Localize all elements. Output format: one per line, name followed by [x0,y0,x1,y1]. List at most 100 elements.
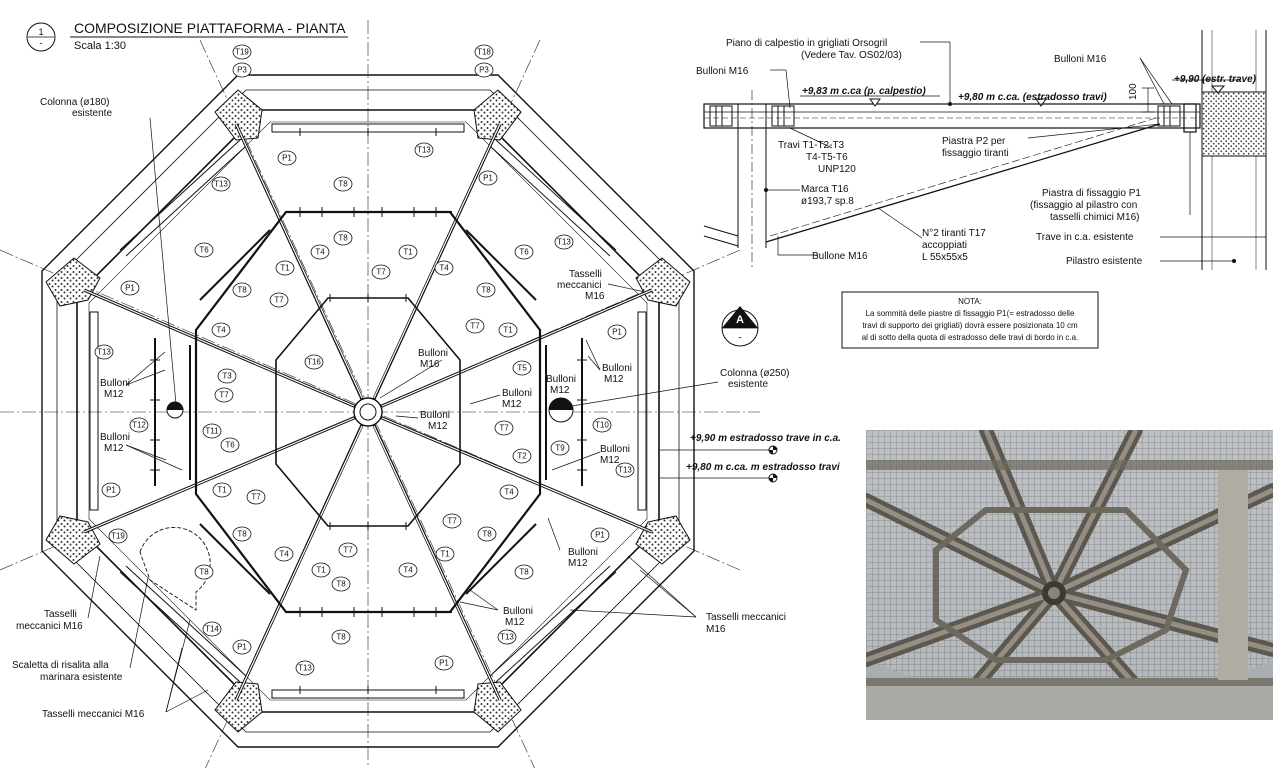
tag-t8: T8 [338,234,348,243]
tag-t13: T13 [417,146,431,155]
tie-rods-label-3: L 55x55x5 [922,252,968,263]
beams-label-2: T4-T5-T6 [806,152,848,163]
note-line-1: La sommità delle piastre di fissaggio P1… [866,309,1075,318]
bolts-m12-label-e: Bulloni [420,410,450,421]
plate-p2-label-2: fissaggio tiranti [942,148,1009,159]
bolts-m16-label-2: M16 [420,359,440,370]
pillar-label: Pilastro esistente [1066,256,1143,267]
plan-level-990: +9,90 m estradosso trave in c.a. [690,433,841,444]
bolts-m12-label-g: Bulloni [600,444,630,455]
tag-t8: T8 [482,530,492,539]
tag-t8: T8 [338,180,348,189]
tie-rods-label: N°2 tiranti T17 [922,228,986,239]
note-box: NOTA: La sommità delle piastre di fissag… [841,291,1099,349]
tag-t7: T7 [274,296,284,305]
part-tag-texts: T19 P3 T18 P3 P1 T13 P1 T13 T8 T8 T6 T8 … [97,48,632,673]
bolts-m12-label-c-2: M12 [550,385,570,396]
tag-t7: T7 [343,546,353,555]
tag-t10: T10 [595,421,609,430]
plan-level-markers: +9,90 m estradosso trave in c.a. +9,80 m… [660,433,841,483]
bolts-m12-label-b: Bulloni [100,432,130,443]
tag-t6: T6 [519,248,529,257]
mark-t16-label: Marca T16 [801,184,849,195]
plate-p2-label: Piastra P2 per [942,136,1006,147]
plan-text-labels: Colonna (ø180) esistente Colonna (ø250) … [12,97,789,720]
tie-rods-label-2: accoppiati [922,240,967,251]
tag-t4: T4 [439,264,449,273]
tag-p1: P1 [125,284,135,293]
level-983-label: +9,83 m c.ca (p. calpestio) [802,86,926,97]
tag-t7: T7 [376,268,386,277]
page-title: COMPOSIZIONE PIATTAFORMA - PIANTA [74,20,346,36]
tag-t13: T13 [298,664,312,673]
part-tags [94,44,635,676]
tag-t1: T1 [403,248,413,257]
tag-t19: T19 [111,532,125,541]
dimension-100: 100 [1128,83,1139,100]
section-marker: A - [721,306,759,347]
bolts-m12-label-i: Bulloni [503,606,533,617]
tag-p1: P1 [237,643,247,652]
tag-p1: P1 [595,531,605,540]
bolt-ticks [150,128,587,694]
tag-p1: P1 [106,486,116,495]
column-250-label-2: esistente [728,379,768,390]
column-180-symbol [166,401,184,419]
tag-p1: P1 [282,154,292,163]
tag-t8: T8 [199,568,209,577]
tag-t4: T4 [403,566,413,575]
tag-t9: T9 [555,444,565,453]
ladder-label: Scaletta di risalita alla [12,660,109,671]
tag-p3: P3 [237,66,247,75]
platform-photo [866,430,1273,720]
bolts-m16-label-right: Bulloni M16 [1054,54,1107,65]
anchor-label-right-3: M16 [585,291,605,302]
bolts-m12-label-g-2: M12 [600,455,620,466]
ladder-opening [139,526,211,611]
tag-t13: T13 [214,180,228,189]
tag-t1: T1 [316,566,326,575]
central-hub [353,397,383,427]
tag-t12: T12 [132,421,146,430]
anchor-label-left: Tasselli [44,609,77,620]
plan-level-980: +9,80 m c.ca. m estradosso travi [686,462,840,473]
anchor-label-left-2: meccanici M16 [16,621,83,632]
tag-t13: T13 [618,466,632,475]
bolts-m12-label-b-2: M12 [104,443,124,454]
leader-lines [87,117,719,713]
tag-t7: T7 [447,517,457,526]
header-sub: - [40,38,43,48]
plate-p1-label-3: tasselli chimici M16) [1050,212,1139,223]
tag-t1: T1 [503,326,513,335]
tag-t4: T4 [216,326,226,335]
bolts-m12-label-f: Bulloni [602,363,632,374]
tag-t8: T8 [336,580,346,589]
tag-t4: T4 [279,550,289,559]
tag-p1: P1 [483,174,493,183]
tag-t4: T4 [504,488,514,497]
bolt-m16-label: Bullone M16 [812,251,868,262]
section-letter: A [736,314,744,326]
tag-t6: T6 [199,246,209,255]
beams-label-3: UNP120 [818,164,856,175]
tag-t1: T1 [280,264,290,273]
drawing-header: 1 - COMPOSIZIONE PIATTAFORMA - PIANTA Sc… [26,20,348,52]
tag-t16: T16 [307,358,321,367]
tag-t4: T4 [315,248,325,257]
mark-t16-label-2: ø193,7 sp.8 [801,196,854,207]
bolts-m16-label-left: Bulloni M16 [696,66,749,77]
header-number: 1 [38,27,43,37]
rc-beam-label: Trave in c.a. esistente [1036,232,1134,243]
level-990-label: +9,90 (estr. trave) [1174,74,1257,85]
scale-label: Scala 1:30 [74,40,126,52]
tag-t8: T8 [336,633,346,642]
bolts-m12-label-a: Bulloni [100,378,130,389]
ladder-label-2: marinara esistente [40,672,123,683]
tag-t13: T13 [500,633,514,642]
tag-t2: T2 [517,452,527,461]
tag-t3: T3 [222,372,232,381]
bolts-m16-label: Bulloni [418,348,448,359]
bolts-m12-label-c: Bulloni [546,374,576,385]
bolts-m12-label-h-2: M12 [568,558,588,569]
